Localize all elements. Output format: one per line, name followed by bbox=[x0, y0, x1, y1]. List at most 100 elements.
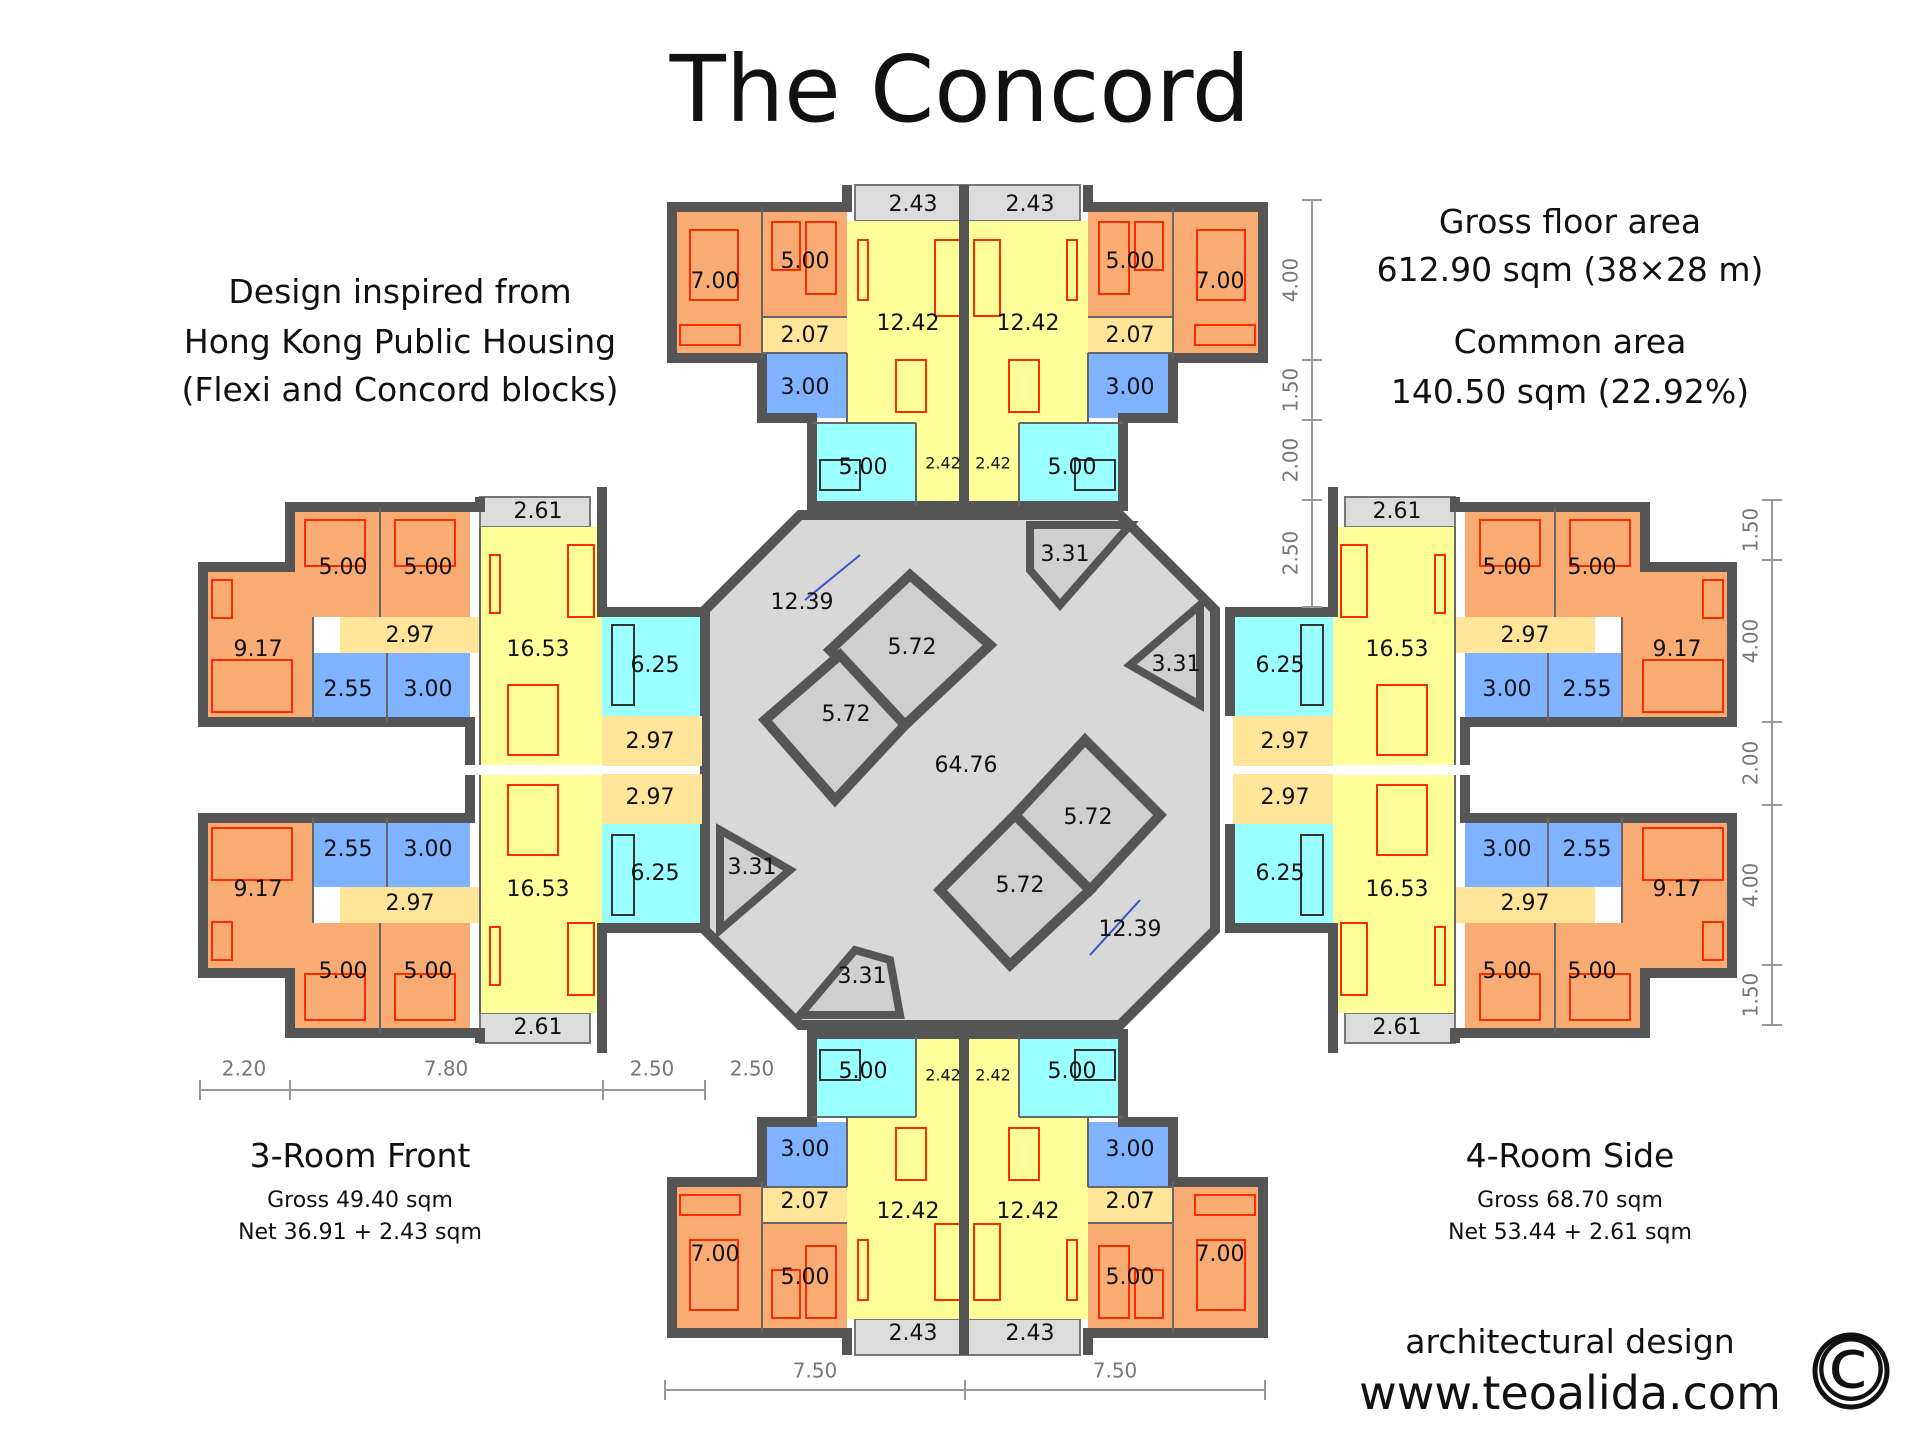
room-label: 5.72 bbox=[822, 702, 871, 727]
room-label: 5.00 bbox=[1483, 555, 1532, 580]
room-label: 7.00 bbox=[691, 269, 740, 294]
dimension-label: 2.00 bbox=[1279, 438, 1303, 483]
room-label: 3.00 bbox=[404, 677, 453, 702]
room-label: 2.55 bbox=[1563, 837, 1612, 862]
room-label: 2.07 bbox=[781, 323, 830, 348]
dimension-label: 4.00 bbox=[1739, 619, 1763, 664]
room-label: 5.72 bbox=[1064, 805, 1113, 830]
room-label: 2.97 bbox=[386, 623, 435, 648]
dimension-label: 2.50 bbox=[730, 1057, 775, 1081]
copyright-icon: © bbox=[1807, 1319, 1895, 1422]
dimension-label: 2.00 bbox=[1739, 741, 1763, 786]
room-label: 9.17 bbox=[1653, 637, 1702, 662]
room-label: 5.00 bbox=[404, 959, 453, 984]
room-label: 2.61 bbox=[514, 499, 563, 524]
room-label: 7.00 bbox=[1196, 1242, 1245, 1267]
room-label: 12.42 bbox=[997, 311, 1060, 336]
room-label: 2.97 bbox=[1501, 891, 1550, 916]
room-label: 3.31 bbox=[1041, 542, 1090, 567]
room-label: 2.42 bbox=[925, 454, 961, 473]
room-label: 5.00 bbox=[839, 455, 888, 480]
room-label: 5.00 bbox=[781, 1265, 830, 1290]
side-unit-gross: Gross 68.70 sqm bbox=[1477, 1188, 1663, 1213]
common-area-value: 140.50 sqm (22.92%) bbox=[1390, 372, 1750, 411]
room-label: 2.97 bbox=[1501, 623, 1550, 648]
room-label: 2.97 bbox=[386, 891, 435, 916]
room-label: 2.97 bbox=[626, 785, 675, 810]
dimension-label: 7.50 bbox=[793, 1359, 838, 1383]
unit-left-lower bbox=[203, 774, 705, 1053]
room-label: 2.43 bbox=[889, 1321, 938, 1346]
dimension-label: 4.00 bbox=[1739, 863, 1763, 908]
room-label: 7.00 bbox=[691, 1242, 740, 1267]
room-label: 16.53 bbox=[1366, 637, 1429, 662]
room-label: 2.43 bbox=[1006, 192, 1055, 217]
room-label: 3.00 bbox=[1106, 1137, 1155, 1162]
room-label: 3.00 bbox=[781, 1137, 830, 1162]
room-label: 6.25 bbox=[1256, 653, 1305, 678]
room-label: 5.00 bbox=[319, 555, 368, 580]
room-label: 2.07 bbox=[1106, 323, 1155, 348]
room-label: 2.55 bbox=[324, 837, 373, 862]
room-label: 16.53 bbox=[507, 877, 570, 902]
dimension-label: 2.20 bbox=[222, 1057, 267, 1081]
room-label: 5.00 bbox=[1106, 1265, 1155, 1290]
dimension-label: 1.50 bbox=[1739, 508, 1763, 553]
room-label: 12.42 bbox=[877, 311, 940, 336]
dimension-label: 1.50 bbox=[1739, 973, 1763, 1018]
copyright-circle bbox=[1812, 1332, 1890, 1410]
unit-right-upper bbox=[1230, 487, 1732, 766]
room-label: 2.42 bbox=[925, 1066, 961, 1085]
front-unit-title: 3-Room Front bbox=[249, 1136, 471, 1175]
room-label: 2.97 bbox=[626, 729, 675, 754]
room-label: 2.97 bbox=[1261, 729, 1310, 754]
room-label: 2.07 bbox=[781, 1189, 830, 1214]
room-label: 12.39 bbox=[771, 590, 834, 615]
room-label: 2.55 bbox=[1563, 677, 1612, 702]
room-label: 2.61 bbox=[1373, 1015, 1422, 1040]
room-label: 5.00 bbox=[404, 555, 453, 580]
room-label: 5.00 bbox=[1483, 959, 1532, 984]
room-label: 2.43 bbox=[889, 192, 938, 217]
room-label: 5.72 bbox=[996, 873, 1045, 898]
page-title: The Concord bbox=[669, 36, 1251, 143]
inspiration-line-2: Hong Kong Public Housing bbox=[183, 322, 617, 361]
room-label: 12.42 bbox=[877, 1199, 940, 1224]
room-label: 3.00 bbox=[1483, 677, 1532, 702]
room-label: 3.00 bbox=[1106, 375, 1155, 400]
gross-floor-area-label: Gross floor area bbox=[1438, 202, 1702, 241]
room-label: 9.17 bbox=[234, 637, 283, 662]
dimension-label: 4.00 bbox=[1279, 258, 1303, 303]
unit-right-lower bbox=[1230, 774, 1732, 1053]
room-label: 6.25 bbox=[631, 653, 680, 678]
room-label: 2.61 bbox=[1373, 499, 1422, 524]
website-link[interactable]: www.teoalida.com bbox=[1359, 1366, 1781, 1420]
gross-floor-area-value: 612.90 sqm (38×28 m) bbox=[1376, 250, 1764, 289]
room-area-labels: 7.00 5.00 12.42 2.07 3.00 5.00 2.42 2.43… bbox=[234, 192, 1702, 1346]
room-label: 2.61 bbox=[514, 1015, 563, 1040]
dimension-label: 7.50 bbox=[1093, 1359, 1138, 1383]
dimension-labels: 2.20 7.80 2.50 2.50 7.50 7.50 4.00 1.50 … bbox=[222, 258, 1763, 1383]
inspiration-line-3: (Flexi and Concord blocks) bbox=[181, 370, 619, 409]
room-label: 3.00 bbox=[404, 837, 453, 862]
room-label: 6.25 bbox=[631, 861, 680, 886]
dimension-lines bbox=[199, 199, 1782, 1400]
room-label: 12.39 bbox=[1099, 917, 1162, 942]
room-label: 16.53 bbox=[507, 637, 570, 662]
room-label: 2.42 bbox=[975, 454, 1011, 473]
room-label: 2.55 bbox=[324, 677, 373, 702]
room-label: 5.00 bbox=[1568, 555, 1617, 580]
room-label: 5.00 bbox=[1048, 1059, 1097, 1084]
room-label: 5.00 bbox=[1568, 959, 1617, 984]
side-unit-title: 4-Room Side bbox=[1465, 1136, 1675, 1175]
common-area-label: Common area bbox=[1453, 322, 1687, 361]
room-label: 9.17 bbox=[234, 877, 283, 902]
room-label: 3.00 bbox=[1483, 837, 1532, 862]
credit-text: architectural design bbox=[1405, 1322, 1735, 1361]
room-label: 7.00 bbox=[1196, 269, 1245, 294]
unit-left-upper bbox=[203, 487, 705, 766]
room-label: 3.00 bbox=[781, 375, 830, 400]
dimension-label: 7.80 bbox=[424, 1057, 469, 1081]
room-label: 3.31 bbox=[838, 964, 887, 989]
room-label: 12.42 bbox=[997, 1199, 1060, 1224]
